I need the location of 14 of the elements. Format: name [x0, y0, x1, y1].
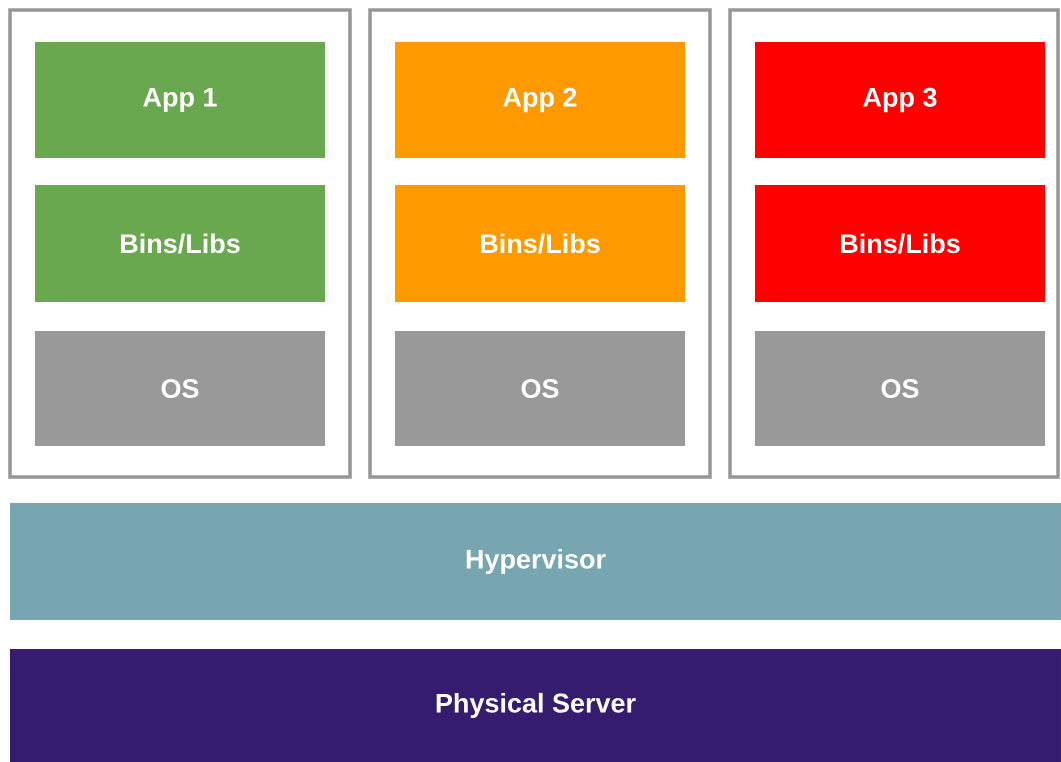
layer-box: Hypervisor [10, 503, 1061, 620]
container-box [8, 8, 352, 479]
layer-box: App 2 [395, 42, 685, 158]
container-box [368, 8, 712, 479]
layer-box: App 1 [35, 42, 325, 158]
layer-box: OS [755, 331, 1045, 446]
layer-box: App 3 [755, 42, 1045, 158]
layer-box: Physical Server [10, 649, 1061, 762]
layer-box: Bins/Libs [35, 185, 325, 302]
layer-box: Bins/Libs [755, 185, 1045, 302]
container-box [728, 8, 1060, 479]
layer-box: OS [35, 331, 325, 446]
layer-box: Bins/Libs [395, 185, 685, 302]
layer-box: OS [395, 331, 685, 446]
